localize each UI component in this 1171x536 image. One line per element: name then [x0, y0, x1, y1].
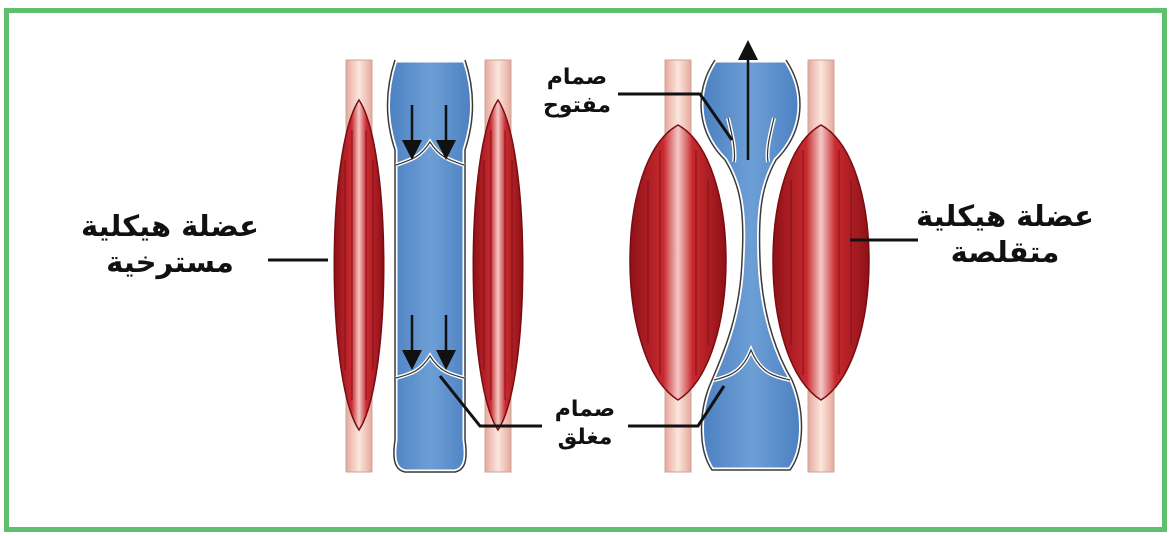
closed-valve-label-line1: صمام: [542, 396, 628, 424]
relaxed-muscle-label-line1: عضلة هيكلية: [70, 208, 270, 244]
open-valve-label: صمام مفتوح: [532, 64, 622, 119]
contracted-muscle-label: عضلة هيكلية متقلصة: [900, 198, 1110, 271]
closed-valve-label-line2: مغلق: [542, 424, 628, 452]
contracted-muscle-label-line2: متقلصة: [900, 234, 1110, 270]
open-valve-label-line2: مفتوح: [532, 92, 622, 120]
open-valve-label-line1: صمام: [532, 64, 622, 92]
relaxed-vein: [388, 60, 473, 472]
relaxed-muscle-left: [334, 60, 384, 472]
relaxed-muscle-label-line2: مسترخية: [70, 244, 270, 280]
closed-valve-label: صمام مغلق: [542, 396, 628, 451]
relaxed-muscle-right: [473, 60, 523, 472]
relaxed-muscle-label: عضلة هيكلية مسترخية: [70, 208, 270, 281]
contracted-muscle-label-line1: عضلة هيكلية: [900, 198, 1110, 234]
